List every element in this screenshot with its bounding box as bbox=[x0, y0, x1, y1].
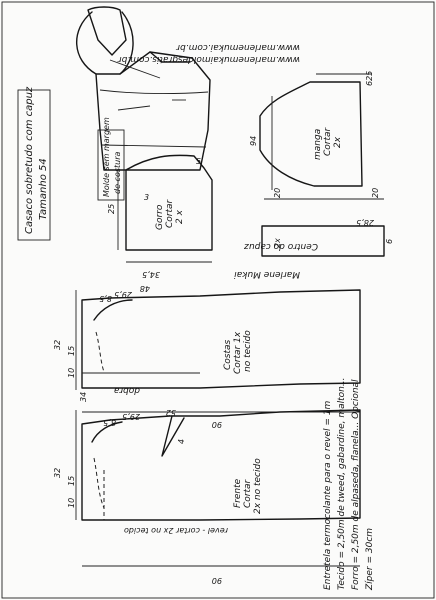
url-block: www.marlenemukai.com.br www.marlenemukai… bbox=[117, 42, 300, 64]
materials-line2: Tecido = 2,50m de tweed, gabardine, malt… bbox=[337, 378, 347, 590]
frente-dart: 4 bbox=[177, 439, 186, 444]
frente-length: 90 bbox=[212, 576, 222, 585]
costas-lower: 10 bbox=[67, 368, 76, 378]
note-line2: de costura bbox=[113, 152, 122, 195]
title-line2: Tamanho 54 bbox=[38, 158, 49, 220]
manga-height: 94 bbox=[249, 136, 258, 146]
costas-shoulder: 29,5 bbox=[114, 290, 132, 299]
frente-neck: 8,5 bbox=[103, 418, 116, 427]
manga-cut: Cortar bbox=[323, 126, 333, 156]
manga-right: 20 bbox=[371, 188, 380, 198]
costas-mid: 15 bbox=[67, 346, 76, 356]
url-2: www.marlenemukaimoldesgratis.com.br bbox=[117, 54, 300, 64]
piece-frente: Frente Cortar 2x no tecido revel - corta… bbox=[53, 408, 361, 585]
manga-top: 625 bbox=[365, 71, 374, 86]
gorro-w: 34,5 bbox=[142, 270, 160, 279]
costas-length: 90 bbox=[212, 420, 222, 429]
manga-left: 20 bbox=[273, 188, 282, 198]
gorro-h: 25 bbox=[107, 204, 116, 214]
note-line1: Molde sem margem bbox=[102, 117, 111, 197]
piece-gorro: Gorro Cortar 2 x 25 34,5 5 3 bbox=[107, 154, 213, 279]
materials-line3: Forro = 2,50m de alpaseda, flanela... Op… bbox=[351, 379, 361, 590]
frente-name: Frente bbox=[233, 478, 243, 508]
manga-name: manga bbox=[313, 129, 323, 160]
centro-capuz-w: 28,5 bbox=[356, 218, 374, 227]
frente-lower: 10 bbox=[67, 498, 76, 508]
costas-hem: 34 bbox=[79, 392, 88, 402]
costas-cut: Cortar 1x bbox=[233, 331, 243, 374]
materials-block: Entretela termocolante para o revel = 1m… bbox=[323, 378, 375, 591]
piece-manga: manga Cortar 2x 625 94 20 20 bbox=[249, 71, 384, 200]
frente-mid: 15 bbox=[67, 476, 76, 486]
costas-note: no tecido bbox=[243, 330, 253, 372]
title-block: Casaco sobretudo com capuz Tamanho 54 bbox=[17, 86, 51, 241]
frente-facing: revel - cortar 2x no tecido bbox=[124, 526, 228, 535]
frente-width: 52 bbox=[166, 408, 176, 417]
gorro-b: 3 bbox=[144, 193, 149, 202]
centro-capuz-qty: 2x bbox=[273, 238, 282, 248]
piece-centro-capuz: Centro do capuz 2x 28,5 6 bbox=[244, 218, 394, 257]
costas-name: Costas bbox=[223, 339, 233, 370]
costas-neck: 8,5 bbox=[99, 294, 112, 303]
costas-upper: 32 bbox=[53, 340, 62, 350]
costas-fold: dobra bbox=[114, 385, 140, 395]
manga-qty: 2x bbox=[333, 136, 343, 148]
materials-line4: Zíper = 30cm bbox=[365, 528, 375, 591]
gorro-a: 5 bbox=[196, 157, 201, 166]
piece-costas: dobra Costas Cortar 1x no tecido 48 90 3… bbox=[53, 284, 361, 429]
gorro-qty: 2 x bbox=[175, 209, 185, 224]
note-box: Molde sem margem de costura bbox=[97, 117, 125, 201]
signature: Marlene Mukai bbox=[234, 269, 300, 279]
frente-cut: Cortar bbox=[243, 478, 253, 508]
centro-capuz-label: Centro do capuz bbox=[244, 241, 318, 251]
url-1: www.marlenemukai.com.br bbox=[175, 42, 300, 52]
frente-shoulder: 29,5 bbox=[122, 412, 140, 421]
frente-note: 2x no tecido bbox=[253, 458, 263, 514]
frente-upper: 32 bbox=[53, 468, 62, 478]
costas-width: 48 bbox=[140, 284, 150, 293]
materials-line1: Entretela termocolante para o revel = 1m bbox=[323, 400, 333, 590]
gorro-name: Gorro bbox=[155, 204, 165, 230]
gorro-cut: Cortar bbox=[165, 198, 175, 228]
coat-illustration bbox=[76, 6, 211, 171]
centro-capuz-h: 6 bbox=[385, 239, 394, 244]
title-line1: Casaco sobretudo com capuz bbox=[24, 86, 35, 234]
